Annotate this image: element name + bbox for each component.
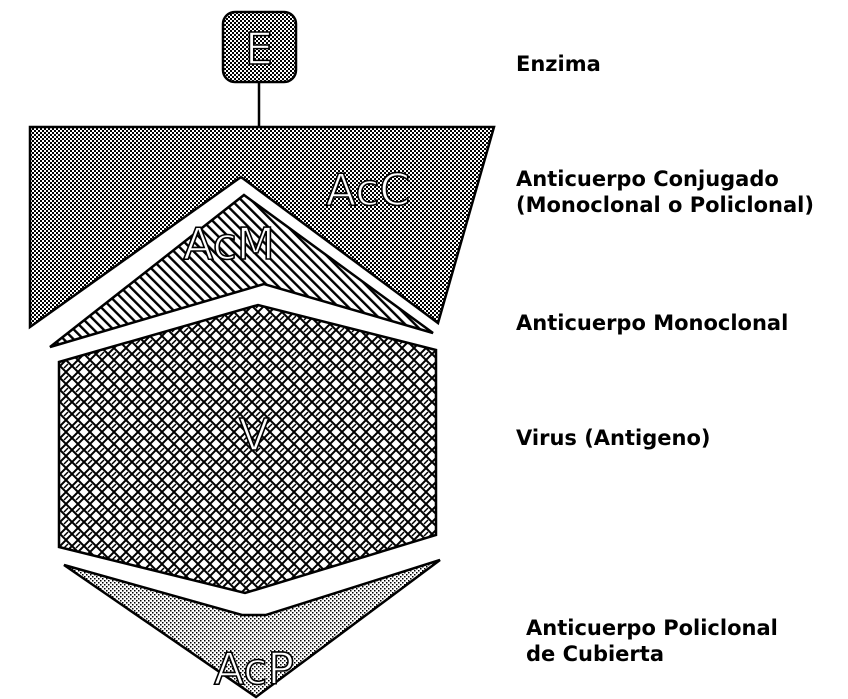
conjugated-antibody-shape: AcC [28, 125, 496, 330]
enzyme-shape: E [221, 10, 298, 84]
legend-conjugated-antibody-line-1: Anticuerpo Conjugado [516, 167, 779, 191]
legend-enzyme: Enzima [516, 51, 601, 77]
monoclonal-antibody-shape: AcM [49, 193, 434, 349]
coating-polyclonal-antibody-label: AcP [214, 644, 294, 695]
virus-antigen-label: V [239, 410, 269, 461]
legend-conjugated-antibody-line-2: (Monoclonal o Policlonal) [516, 193, 814, 217]
legend-coating-polyclonal-antibody: Anticuerpo Policlonal de Cubierta [526, 615, 778, 667]
legend-conjugated-antibody: Anticuerpo Conjugado (Monoclonal o Polic… [516, 166, 814, 218]
legend-virus-antigen-line-1: Virus (Antigeno) [516, 426, 711, 450]
enzyme-label: E [245, 24, 273, 75]
virus-antigen-shape: V [57, 303, 438, 595]
conjugated-antibody-label: AcC [326, 165, 410, 216]
legend-coating-polyclonal-antibody-line-1: Anticuerpo Policlonal [526, 616, 778, 640]
legend-monoclonal-antibody: Anticuerpo Monoclonal [516, 310, 788, 336]
legend-enzyme-line-1: Enzima [516, 52, 601, 76]
legend-monoclonal-antibody-line-1: Anticuerpo Monoclonal [516, 311, 789, 335]
legend-coating-polyclonal-antibody-line-2: de Cubierta [526, 642, 664, 666]
legend-virus-antigen: Virus (Antigeno) [516, 425, 711, 451]
coating-polyclonal-antibody-shape: AcP [63, 558, 441, 699]
monoclonal-antibody-label: AcM [183, 219, 274, 270]
